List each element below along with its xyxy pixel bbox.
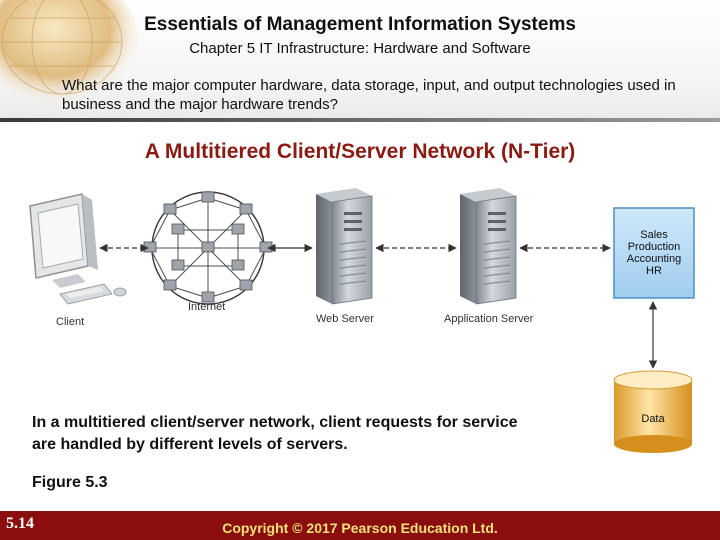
learning-question: What are the major computer hardware, da… [62,77,676,113]
application-server-label: Application Server [444,313,534,325]
data-cylinder-icon [613,370,693,453]
client-label: Client [56,316,84,328]
database-box: Sales Production Accounting HR [613,207,695,299]
internet-label: Internet [188,301,225,313]
slide-number: 5.14 [6,515,34,532]
database-item-hr: HR [646,265,662,277]
diagram-title: A Multitiered Client/Server Network (N-T… [144,140,576,163]
database-item-production: Production [628,241,681,253]
figure-label: Figure 5.3 [32,474,108,491]
slide-header: Essentials of Management Information Sys… [0,0,720,122]
slide-title: Essentials of Management Information Sys… [144,14,576,35]
n-tier-diagram: Client Int [29,188,695,453]
globe-icon [0,0,140,108]
client-computer-icon [29,193,127,305]
header-divider [0,118,720,122]
application-server-icon [460,188,517,305]
chapter-subtitle: Chapter 5 IT Infrastructure: Hardware an… [189,40,531,57]
database-item-accounting: Accounting [627,253,681,265]
data-label: Data [641,413,665,425]
copyright-notice: Copyright © 2017 Pearson Education Ltd. [222,520,498,536]
internet-network-icon [143,191,273,305]
database-item-sales: Sales [640,229,668,241]
web-server-icon [316,188,373,305]
figure-caption: In a multitiered client/server network, … [32,414,518,453]
slide-footer [0,511,720,540]
web-server-label: Web Server [316,313,374,325]
